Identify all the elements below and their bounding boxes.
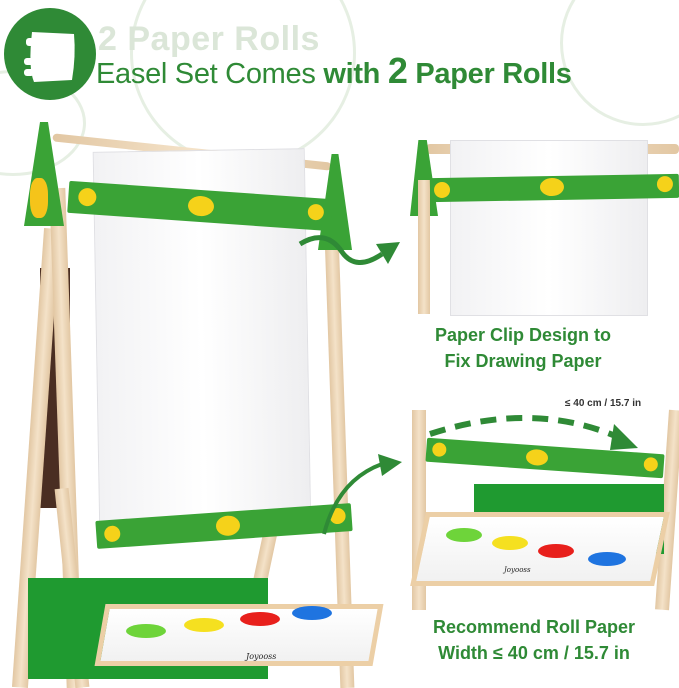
yellow-knob	[307, 203, 325, 221]
curved-arrow-icon	[298, 235, 400, 265]
width-dimension-label: ≤ 40 cm / 15.7 in	[565, 398, 642, 409]
title-part-2: with	[323, 58, 388, 90]
title-number: 2	[387, 50, 408, 91]
paw-print-icon	[525, 448, 549, 467]
brand-label: Joyooss	[504, 566, 531, 574]
main-easel-image: Joyooss	[0, 118, 400, 688]
curved-arrow-icon	[322, 454, 402, 535]
caption-line: Fix Drawing Paper	[444, 351, 602, 371]
title-part-3: Paper Rolls	[407, 58, 572, 90]
yellow-knob	[103, 525, 121, 543]
caption-recommend-paper: Recommend Roll Paper Width ≤ 40 cm / 15.…	[404, 614, 664, 666]
width-dimension-arrow-icon	[429, 414, 638, 450]
yellow-knob	[77, 187, 97, 207]
character-decal	[30, 178, 48, 218]
paint-cup-green	[126, 624, 166, 638]
tray-closeup-image: Joyooss	[404, 409, 679, 611]
drawing-paper	[450, 140, 648, 316]
paint-cup-green	[446, 528, 482, 542]
easel-leg	[418, 180, 430, 314]
caption-line: Width ≤ 40 cm / 15.7 in	[438, 643, 630, 663]
yellow-knob	[431, 442, 447, 458]
paw-print-icon	[187, 195, 215, 217]
paint-cup-blue	[292, 606, 332, 620]
paw-print-icon	[215, 514, 241, 537]
paint-cup-red	[240, 612, 280, 626]
paw-print-icon	[539, 177, 565, 197]
paint-cup-yellow	[184, 618, 224, 632]
caption-line: Paper Clip Design to	[434, 325, 612, 345]
caption-clip-design: Paper Clip Design to Fix Drawing Paper	[408, 322, 638, 374]
paper-clip-bar	[425, 437, 665, 479]
background-decoration	[560, 0, 679, 126]
paint-cup-yellow	[492, 536, 528, 550]
paint-cup-blue	[588, 552, 626, 566]
ghost-title: 2 Paper Rolls	[98, 20, 320, 58]
page-title: Easel Set Comes with 2 Paper Rolls	[96, 50, 572, 92]
paint-cup-red	[538, 544, 574, 558]
paper-roll-icon	[4, 8, 96, 100]
yellow-knob	[433, 181, 451, 199]
title-part-1: Easel Set Comes	[96, 58, 324, 90]
brand-label: Joyooss	[246, 652, 277, 661]
paper-clip-bar	[429, 173, 679, 203]
yellow-knob	[656, 175, 674, 193]
paper-clip-closeup-image	[404, 124, 679, 316]
yellow-knob	[643, 456, 659, 472]
caption-line: Recommend Roll Paper	[432, 617, 636, 637]
